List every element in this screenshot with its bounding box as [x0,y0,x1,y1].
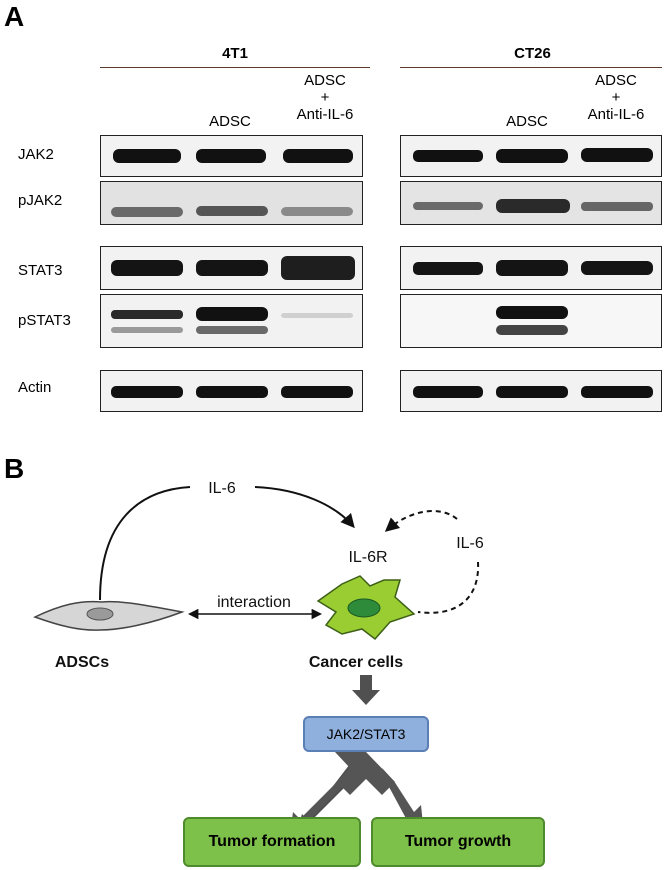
blot-ct26-stat3 [400,246,662,290]
cell-line-title-4t1: 4T1 [222,45,248,62]
cancer-nucleus [347,598,381,618]
blot-4t1-actin [100,370,363,412]
blot-ct26-pstat3 [400,294,662,348]
il6r-label: IL-6R [348,549,387,566]
lane-label-line: ADSC [304,72,346,89]
panel-b-letter: B [4,453,25,484]
blot-4t1-jak2 [100,135,363,177]
lane-label-ct26-adsc: ADSC [506,113,548,130]
blot-4t1-pjak2 [100,181,363,225]
lane-label-ct26-adsc-anti-il6: ADSC+Anti-IL-6 [566,72,666,123]
cancer-cells-label: Cancer cells [309,654,403,671]
pathway-label: JAK2/STAT3 [326,726,406,742]
tumor-growth-label: Tumor growth [404,833,512,850]
lane-label-4t1-adsc-anti-il6: ADSC+Anti-IL-6 [275,72,375,123]
adsc-nucleus [86,607,114,621]
lane-label-line: Anti-IL-6 [587,106,645,123]
lane-label-line: ADSC+Anti-IL-6 [566,72,666,123]
il6-top-label: IL-6 [208,480,236,497]
blot-ct26-pjak2 [400,181,662,225]
adscs-label: ADSCs [55,654,109,671]
il6-secretion-arc [99,486,191,601]
autocrine-dashed-arc-bottom [417,561,480,614]
down-arrow-to-pathway [352,675,380,705]
lane-label-line: + [320,89,330,106]
autocrine-dashed-arrow-top [384,510,458,532]
il6-signal-arrow [254,486,355,529]
pathway-box: JAK2/STAT3 [303,716,429,752]
row-label-pstat3: pSTAT3 [18,312,71,329]
blot-ct26-jak2 [400,135,662,177]
tumor-growth-box: Tumor growth [371,817,545,867]
row-label-pjak2: pJAK2 [18,192,63,209]
tumor-formation-box: Tumor formation [183,817,361,867]
panel-a-letter: A [4,1,25,32]
cell-line-underline-4t1 [100,67,370,68]
row-label-jak2: JAK2 [18,146,54,163]
lane-label-line: ADSC [595,72,637,89]
blot-ct26-actin [400,370,662,412]
row-label-actin: Actin [18,379,52,396]
cell-line-title-ct26: CT26 [514,45,551,62]
tumor-formation-label: Tumor formation [208,833,336,850]
lane-label-line: Anti-IL-6 [296,106,354,123]
lane-label-line: + [611,89,621,106]
row-label-stat3: STAT3 [18,262,63,279]
branch-chevron [335,752,395,795]
il6-right-label: IL-6 [456,535,484,552]
blot-4t1-stat3 [100,246,363,290]
blot-4t1-pstat3 [100,294,363,348]
interaction-label: interaction [217,594,291,611]
lane-label-4t1-adsc: ADSC [209,113,251,130]
cell-line-underline-ct26 [400,67,662,68]
lane-label-line: ADSC+Anti-IL-6 [275,72,375,123]
